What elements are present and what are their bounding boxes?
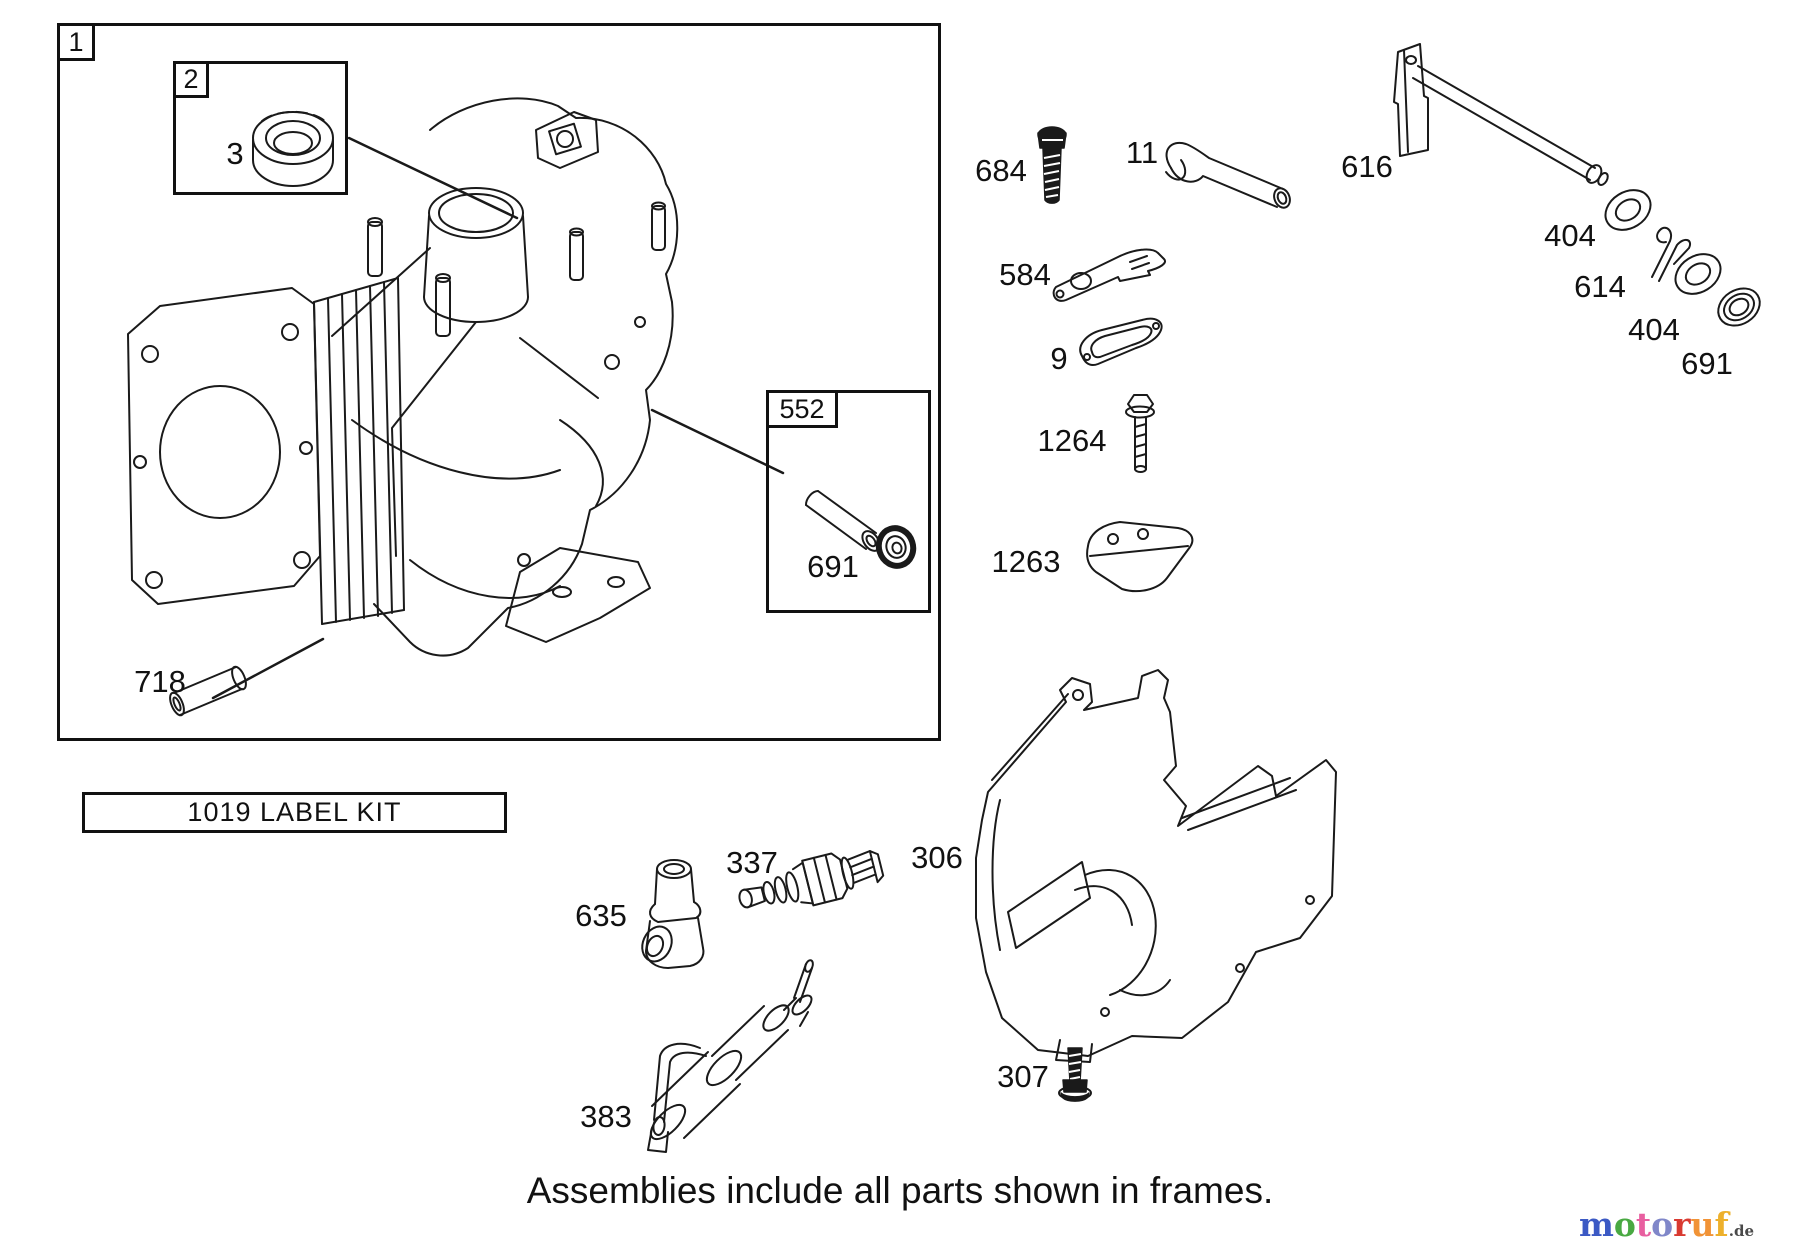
label-kit-box: 1019 LABEL KIT	[82, 792, 507, 833]
logo-letter: o	[1651, 1205, 1674, 1244]
plate-1263-illustration	[1086, 521, 1194, 593]
bracket-584-illustration	[1052, 248, 1166, 302]
part-label-691b: 691	[807, 549, 859, 584]
leader-line-frame-552	[650, 408, 785, 475]
rod-616-illustration	[1393, 43, 1609, 186]
assembly-frame-552: 552	[766, 390, 931, 613]
logo-letter: o	[1613, 1205, 1636, 1244]
pin-552-illustration	[804, 490, 881, 552]
part-label-584: 584	[999, 257, 1051, 292]
frame-2-tag: 2	[173, 61, 209, 98]
part-label-684: 684	[975, 153, 1027, 188]
logo-letter: r	[1673, 1205, 1691, 1244]
leader-line-pin-718	[211, 637, 325, 700]
part-label-337: 337	[726, 845, 778, 880]
part-label-1263: 1263	[991, 544, 1061, 579]
part-label-616: 616	[1341, 149, 1393, 184]
part-label-718: 718	[134, 664, 186, 699]
spark-plug-337-illustration	[738, 850, 885, 909]
frame-1-tag: 1	[57, 23, 95, 61]
part-label-404a: 404	[1544, 218, 1596, 253]
part-label-11: 11	[1125, 135, 1159, 170]
gasket-9-illustration	[1079, 317, 1163, 366]
logo-letter: u	[1690, 1205, 1715, 1244]
cover-306-illustration	[975, 669, 1337, 1063]
frame-552-tag: 552	[766, 390, 838, 428]
washer-691-illustration	[1717, 287, 1761, 327]
part-label-3: 3	[226, 136, 244, 171]
logo-letter: m	[1578, 1205, 1614, 1244]
screw-684-illustration	[1037, 126, 1067, 204]
logo-suffix: .de	[1728, 1222, 1754, 1240]
part-label-306: 306	[911, 840, 963, 875]
part-label-614: 614	[1574, 269, 1626, 304]
motoruf-logo[interactable]: motoruf.de	[1579, 1208, 1754, 1241]
seal-691-frame-illustration	[875, 525, 917, 569]
washer-404-first-illustration	[1604, 189, 1652, 231]
part-label-1264: 1264	[1037, 423, 1107, 458]
part-label-9: 9	[1050, 341, 1068, 376]
engine-crankcase-illustration	[127, 97, 679, 657]
breather-635-illustration	[641, 859, 705, 969]
bolt-1264-illustration	[1125, 394, 1155, 473]
cotter-pin-614-illustration	[1651, 226, 1691, 282]
footer-note: Assemblies include all parts shown in fr…	[526, 1170, 1274, 1211]
seal-3-illustration	[252, 110, 334, 187]
part-label-691a: 691	[1681, 346, 1733, 381]
washer-404-second-illustration	[1674, 253, 1722, 295]
part-label-383: 383	[580, 1099, 632, 1134]
part-label-635: 635	[575, 898, 627, 933]
oil-tube-383-illustration	[647, 959, 814, 1153]
assembly-frame-2: 2	[173, 61, 348, 195]
screw-307-illustration	[1058, 1047, 1092, 1102]
leader-line-seal-3	[347, 136, 519, 220]
part-label-404b: 404	[1628, 312, 1680, 347]
tube-11-illustration	[1165, 141, 1291, 209]
part-label-307: 307	[997, 1059, 1049, 1094]
assembly-frame-1: 1	[57, 23, 941, 741]
logo-letter: f	[1714, 1205, 1729, 1244]
logo-letter: t	[1635, 1205, 1652, 1244]
pin-718-illustration	[169, 665, 247, 717]
